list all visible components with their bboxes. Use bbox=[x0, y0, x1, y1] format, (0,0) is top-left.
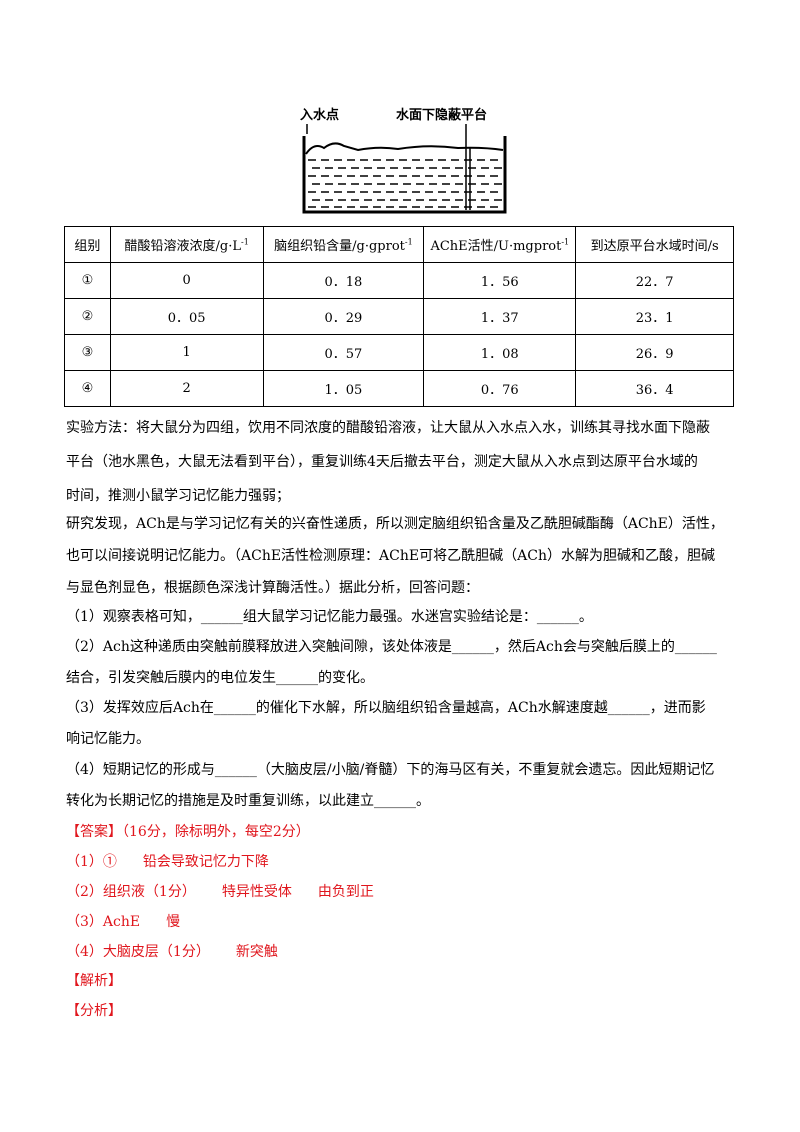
answer-heading-line: 【答案】（16分，除标明外，每空2分） bbox=[66, 822, 736, 842]
question-3-line-1: （3）发挥效应后Ach在______的催化下水解，所以脑组织铅含量越高，ACh水… bbox=[66, 700, 706, 716]
table-cell: 0．18 bbox=[262, 262, 425, 299]
table-cell: 2 bbox=[109, 370, 264, 407]
table-cell: 1 bbox=[109, 334, 264, 371]
method-line-1: 实验方法：将大鼠分为四组，饮用不同浓度的醋酸铅溶液，让大鼠从入水点入水，训练其寻… bbox=[66, 420, 710, 436]
table-row: ④ 2 1．05 0．76 36．4 bbox=[64, 370, 734, 407]
table-cell: 36．4 bbox=[575, 370, 734, 407]
table-row: ① 0 0．18 1．56 22．7 bbox=[64, 262, 734, 299]
answer-2-a: （2）组织液（1分） bbox=[66, 884, 196, 900]
table-cell: 1．56 bbox=[423, 262, 577, 299]
research-line-3: 与显色剂显色，根据颜色深浅计算酶活性。）据此分析，回答问题： bbox=[66, 580, 479, 596]
answer-3-a: （3）AchE bbox=[66, 914, 141, 930]
header-lead-content: 脑组织铅含量/g·gprot-1 bbox=[262, 226, 425, 263]
table-cell: 0．57 bbox=[262, 334, 425, 371]
answer-1: （1）① 铅会导致记忆力下降 bbox=[66, 852, 736, 872]
question-3-line-2: 响记忆能力。 bbox=[66, 731, 150, 747]
answer-1-num: （1）① bbox=[66, 854, 117, 870]
answer-2: （2）组织液（1分） 特异性受体 由负到正 bbox=[66, 882, 736, 902]
table-row: ③ 1 0．57 1．08 26．9 bbox=[64, 334, 734, 371]
table-cell: 1．08 bbox=[423, 334, 577, 371]
analysis-heading: 【解析】 bbox=[66, 973, 122, 989]
method-line-3: 时间，推测小鼠学习记忆能力强弱； bbox=[66, 488, 290, 504]
answer-heading: 【答案】 bbox=[66, 824, 122, 840]
header-time: 到达原平台水域时间/s bbox=[575, 226, 734, 263]
question-4-line-2: 转化为长期记忆的措施是及时重复训练，以此建立______。 bbox=[66, 793, 430, 809]
table-header-row: 组别 醋酸铅溶液浓度/g·L-1 脑组织铅含量/g·gprot-1 AChE活性… bbox=[64, 226, 734, 263]
method-line-2: 平台（池水黑色，大鼠无法看到平台），重复训练4天后撤去平台，测定大鼠从入水点到达… bbox=[66, 454, 698, 470]
table-cell: ④ bbox=[64, 370, 111, 407]
entry-point-label: 入水点 bbox=[300, 108, 340, 123]
research-line-1: 研究发现，ACh是与学习记忆有关的兴奋性递质，所以测定脑组织铅含量及乙酰胆碱酯酶… bbox=[66, 516, 724, 532]
answer-1-text: 铅会导致记忆力下降 bbox=[142, 854, 269, 870]
fenxi-heading: 【分析】 bbox=[66, 1003, 122, 1019]
table-cell: 23．1 bbox=[575, 298, 734, 335]
research-line-2: 也可以间接说明记忆能力。（AChE活性检测原理：AChE可将乙酰胆碱（ACh）水… bbox=[66, 548, 715, 564]
table-cell: 0．29 bbox=[262, 298, 425, 335]
table-cell: 22．7 bbox=[575, 262, 734, 299]
table-cell: 1．05 bbox=[262, 370, 425, 407]
table-cell: 26．9 bbox=[575, 334, 734, 371]
table-cell: ③ bbox=[64, 334, 111, 371]
answer-4-a: （4）大脑皮层（1分） bbox=[66, 944, 210, 960]
question-2-line-1: （2）Ach这种递质由突触前膜释放进入突触间隙，该处体液是______，然后Ac… bbox=[66, 639, 717, 655]
table-cell: 0．05 bbox=[109, 298, 264, 335]
table-cell: ① bbox=[64, 262, 111, 299]
data-table: 组别 醋酸铅溶液浓度/g·L-1 脑组织铅含量/g·gprot-1 AChE活性… bbox=[64, 226, 734, 407]
question-1: （1）观察表格可知，______组大鼠学习记忆能力最强。水迷宫实验结论是：___… bbox=[66, 609, 593, 625]
answer-3: （3）AchE 慢 bbox=[66, 912, 736, 932]
header-group: 组别 bbox=[64, 226, 111, 263]
answer-4-b: 新突触 bbox=[235, 944, 278, 960]
header-concentration: 醋酸铅溶液浓度/g·L-1 bbox=[109, 226, 264, 263]
table-cell: 1．37 bbox=[423, 298, 577, 335]
maze-tank-drawing bbox=[302, 124, 507, 214]
table-row: ② 0．05 0．29 1．37 23．1 bbox=[64, 298, 734, 335]
answer-4: （4）大脑皮层（1分） 新突触 bbox=[66, 942, 736, 962]
question-2-line-2: 结合，引发突触后膜内的电位发生______的变化。 bbox=[66, 670, 374, 686]
question-4-line-1: （4）短期记忆的形成与______（大脑皮层/小脑/脊髓）下的海马区有关，不重复… bbox=[66, 762, 715, 778]
answer-2-b: 特异性受体 bbox=[221, 884, 292, 900]
header-ache-activity: AChE活性/U·mgprot-1 bbox=[423, 226, 577, 263]
table-cell: 0 bbox=[109, 262, 264, 299]
table-cell: 0．76 bbox=[423, 370, 577, 407]
water-maze-figure: 入水点 水面下隐蔽平台 bbox=[298, 104, 513, 222]
answer-3-b: 慢 bbox=[166, 914, 181, 930]
answer-2-c: 由负到正 bbox=[317, 884, 374, 900]
table-cell: ② bbox=[64, 298, 111, 335]
hidden-platform-label: 水面下隐蔽平台 bbox=[396, 108, 488, 123]
answer-note: （16分，除标明外，每空2分） bbox=[122, 824, 310, 840]
